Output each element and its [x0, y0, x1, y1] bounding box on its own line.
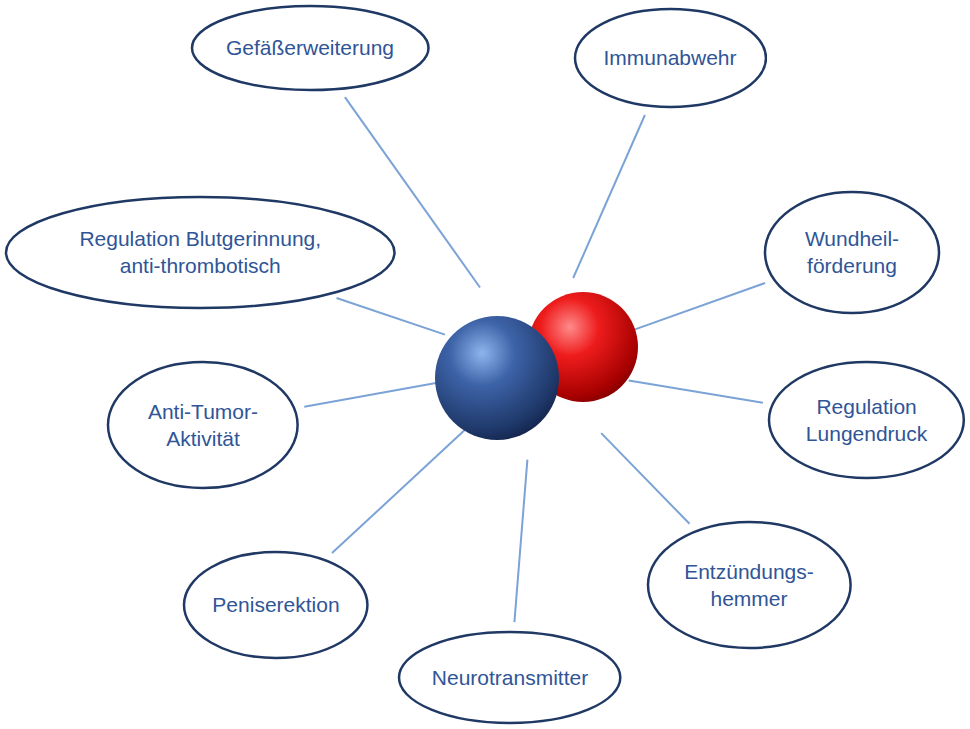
function-label: Immunabwehr	[603, 44, 736, 71]
function-label: Regulation Lungendruck	[799, 393, 935, 448]
leader-line	[601, 433, 689, 524]
function-ellipse: Peniserektion	[182, 550, 369, 660]
leader-line	[629, 381, 763, 403]
function-ellipse: Immunabwehr	[573, 7, 768, 109]
function-ellipse: Neurotransmitter	[397, 630, 622, 725]
function-ellipse: Regulation Blutgerinnung, anti-thromboti…	[4, 195, 397, 310]
ellipse-shape	[575, 9, 766, 107]
ellipse-shape	[6, 197, 395, 308]
function-label: Regulation Blutgerinnung, anti-thromboti…	[58, 225, 343, 280]
leader-line	[332, 430, 465, 553]
function-label: Gefäßerweiterung	[226, 34, 394, 61]
function-label: Peniserektion	[212, 591, 339, 618]
ellipse-outline	[763, 190, 941, 315]
ellipse-shape	[108, 362, 298, 488]
ellipse-shape	[648, 522, 851, 648]
function-label: Wundheil- förderung	[796, 225, 908, 280]
ellipse-outline	[4, 195, 397, 310]
ellipse-outline	[106, 360, 300, 490]
function-label: Anti-Tumor- Aktivität	[137, 398, 269, 453]
nitrogen-atom	[435, 316, 559, 440]
leader-line	[625, 283, 766, 333]
ellipse-shape	[765, 192, 939, 313]
function-ellipse: Anti-Tumor- Aktivität	[106, 360, 300, 490]
leader-line	[337, 298, 446, 335]
ellipse-shape	[184, 552, 367, 658]
leader-line	[514, 460, 527, 622]
ellipse-outline	[646, 520, 853, 650]
ellipse-shape	[192, 6, 429, 90]
function-label: Entzündungs- hemmer	[678, 558, 820, 613]
function-ellipse: Gefäßerweiterung	[190, 4, 431, 92]
function-ellipse: Regulation Lungendruck	[767, 360, 966, 480]
leader-line	[304, 382, 441, 407]
ellipse-shape	[399, 632, 620, 723]
function-label: Neurotransmitter	[432, 664, 588, 691]
ellipse-outline	[767, 360, 966, 480]
function-ellipse: Wundheil- förderung	[763, 190, 941, 315]
ellipse-shape	[769, 362, 964, 478]
leader-line	[573, 115, 645, 278]
function-ellipse: Entzündungs- hemmer	[646, 520, 853, 650]
